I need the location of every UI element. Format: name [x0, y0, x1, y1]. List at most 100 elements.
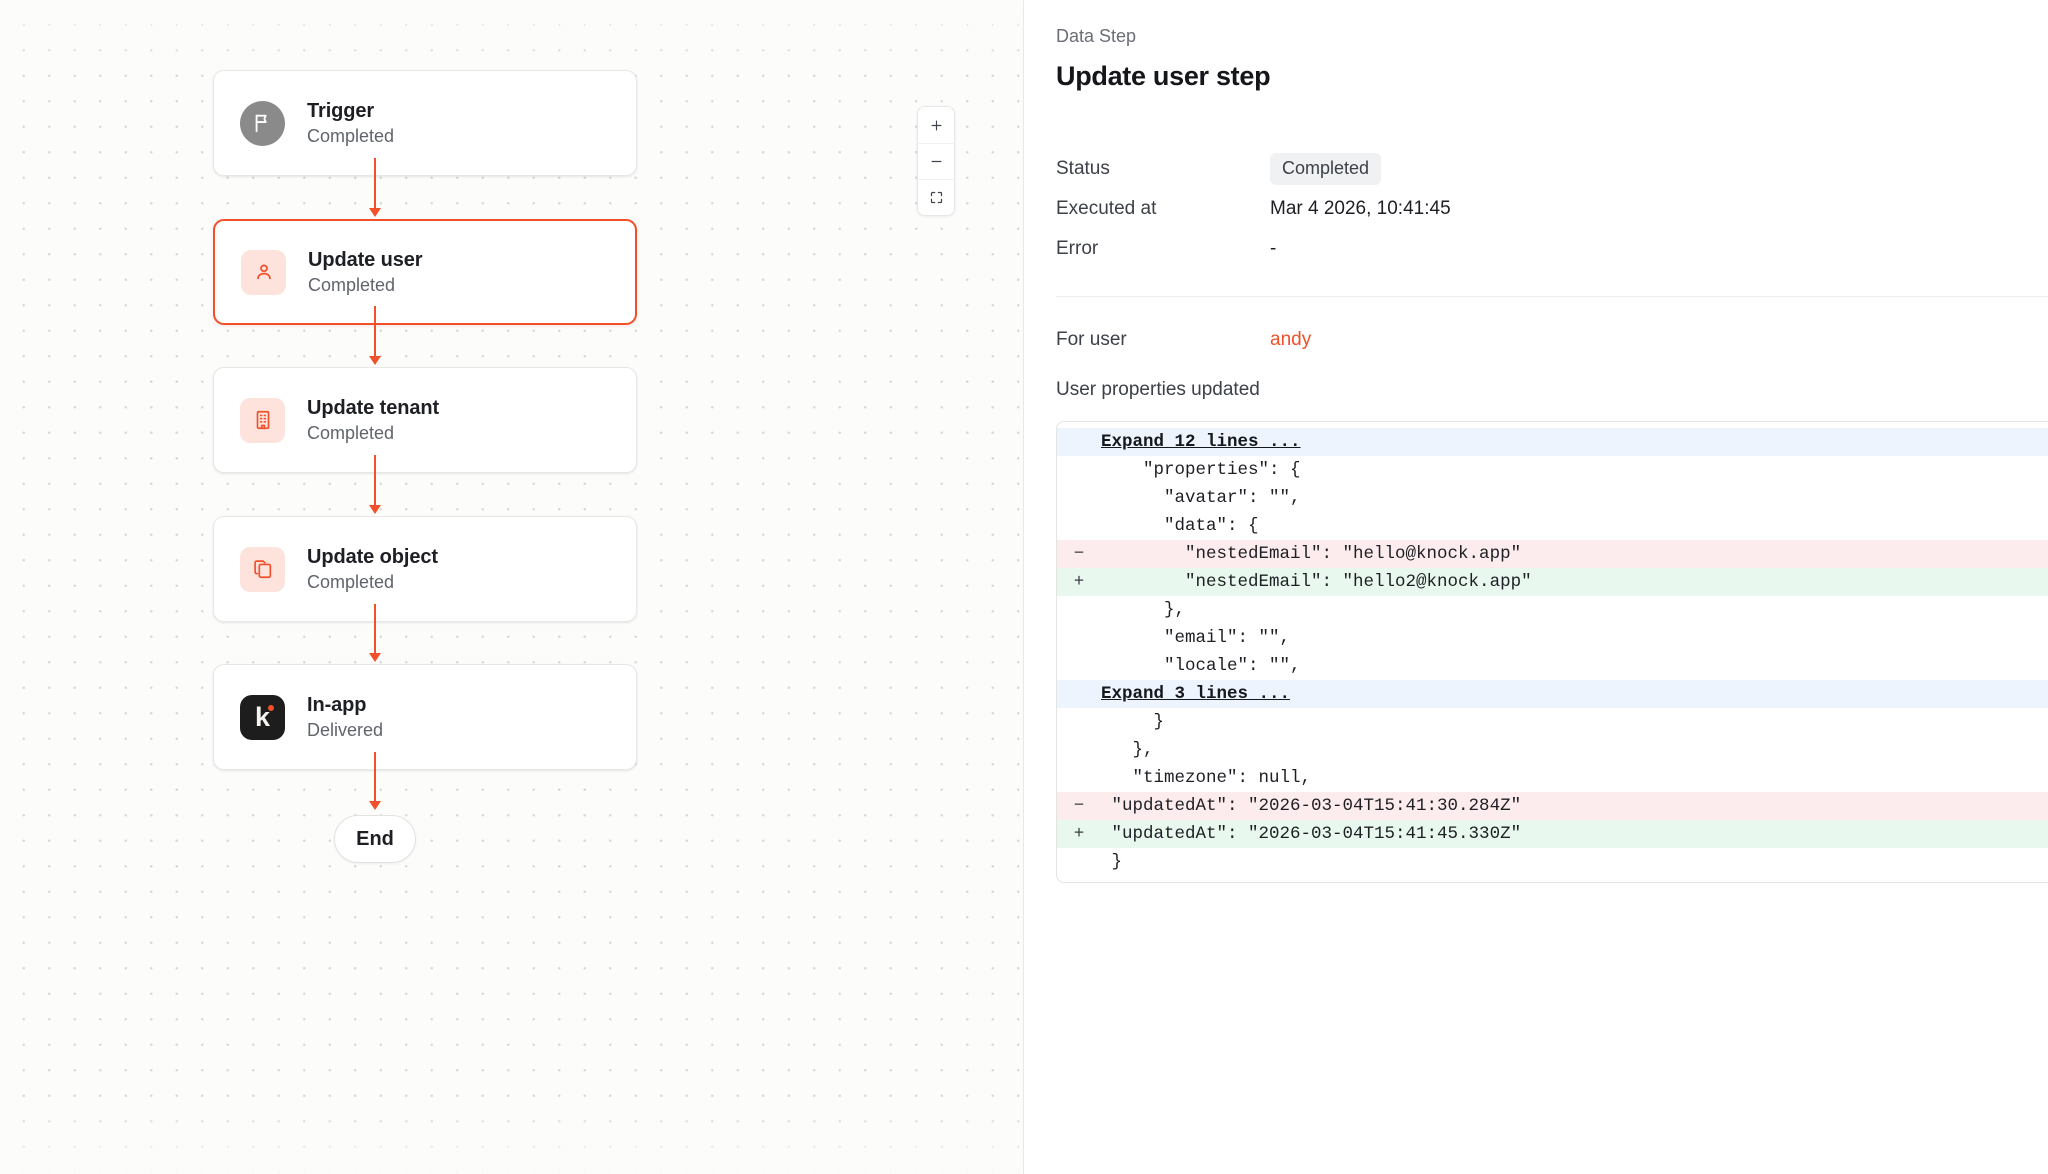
diff-code-text: "timezone": null,	[1101, 768, 1312, 788]
meta-row-executed-at: Executed at Mar 4 2026, 10:41:45	[1056, 190, 2048, 228]
diff-line-add: + "nestedEmail": "hello2@knock.app"	[1057, 568, 2048, 596]
step-details-panel: Data Step Update user step Status Comple…	[1024, 0, 2048, 1174]
edge-trigger-to-update-user	[374, 158, 376, 212]
zoom-out-button[interactable]	[918, 143, 954, 179]
flow-node-title: Update tenant	[307, 396, 440, 419]
page-title: Update user step	[1056, 61, 1271, 91]
flow-node-text: In-app Delivered	[307, 694, 383, 741]
diff-line-ctx: "timezone": null,	[1057, 764, 2048, 792]
panel-kicker: Data Step	[1056, 26, 1137, 46]
edge-arrow-icon	[369, 356, 381, 365]
knock-logo-icon: k	[240, 694, 285, 740]
diff-code-text: },	[1101, 600, 1186, 620]
diff-gutter-marker: +	[1073, 572, 1085, 592]
building-icon	[240, 397, 285, 443]
flow-node-status: Completed	[307, 125, 395, 146]
json-diff-viewer[interactable]: Expand 12 lines ... "properties": { "ava…	[1056, 421, 2048, 883]
diff-gutter-marker	[1057, 736, 1101, 764]
meta-row-status: Status Completed	[1056, 150, 2048, 188]
diff-expand-row[interactable]: Expand 3 lines ...	[1057, 680, 2048, 708]
diff-code-text: "updatedAt": "2026-03-04T15:41:45.330Z"	[1101, 824, 1522, 844]
flow-node-status: Completed	[307, 422, 395, 443]
diff-code-text: "email": "",	[1101, 628, 1291, 648]
for-user-label: For user	[1056, 329, 1127, 350]
user-icon	[241, 249, 286, 295]
diff-gutter-marker: −	[1073, 544, 1085, 564]
diff-line-ctx: "avatar": "",	[1057, 484, 2048, 512]
diff-line-del: − "updatedAt": "2026-03-04T15:41:30.284Z…	[1057, 792, 2048, 820]
diff-gutter-marker	[1057, 764, 1101, 792]
user-properties-updated-label: User properties updated	[1056, 379, 1260, 400]
for-user-link[interactable]: andy	[1270, 329, 1312, 350]
diff-gutter-marker	[1057, 624, 1101, 652]
knock-logo-dot-icon	[268, 704, 274, 711]
fit-view-button[interactable]	[918, 179, 954, 215]
diff-gutter-marker	[1057, 512, 1101, 540]
diff-gutter-marker	[1057, 680, 1101, 708]
diff-line-ctx: "locale": "",	[1057, 652, 2048, 680]
flow-node-status: Completed	[307, 571, 395, 592]
meta-label: Status	[1056, 158, 1110, 179]
diff-line-ctx: },	[1057, 596, 2048, 624]
diff-line-ctx: }	[1057, 848, 2048, 876]
diff-line-ctx: "data": {	[1057, 512, 2048, 540]
edge-in-app-to-end	[374, 752, 376, 806]
edge-update-tenant-to-update-object	[374, 455, 376, 509]
flag-icon	[240, 100, 285, 146]
edge-update-object-to-in-app	[374, 604, 376, 658]
diff-line-ctx: "properties": {	[1057, 456, 2048, 484]
edge-update-user-to-update-tenant	[374, 306, 376, 360]
diff-code-text: "properties": {	[1101, 460, 1301, 480]
diff-gutter-marker: +	[1073, 824, 1085, 844]
diff-line-del: − "nestedEmail": "hello@knock.app"	[1057, 540, 2048, 568]
step-meta-list: Status Completed Executed at Mar 4 2026,…	[1056, 150, 2048, 268]
flow-node-text: Update user Completed	[308, 249, 423, 296]
flow-node-title: Update user	[308, 248, 423, 271]
diff-line-ctx: },	[1057, 736, 2048, 764]
flow-node-update-user[interactable]: Update user Completed	[213, 219, 637, 325]
diff-line-ctx: }	[1057, 708, 2048, 736]
flow-node-title: Trigger	[307, 99, 375, 122]
executed-at-value: Mar 4 2026, 10:41:45	[1270, 198, 1451, 219]
flow-node-title: In-app	[307, 693, 367, 716]
diff-code-text: "locale": "",	[1101, 656, 1301, 676]
diff-code-text: "nestedEmail": "hello@knock.app"	[1101, 544, 1522, 564]
edge-arrow-icon	[369, 801, 381, 810]
canvas-zoom-controls[interactable]	[917, 106, 955, 216]
meta-label: Executed at	[1056, 198, 1157, 219]
diff-bottom-padding	[1057, 876, 2048, 882]
flow-node-text: Update object Completed	[307, 546, 438, 593]
diff-gutter-marker	[1057, 652, 1101, 680]
diff-gutter-marker	[1057, 848, 1101, 876]
flow-node-update-object[interactable]: Update object Completed	[213, 516, 637, 622]
diff-gutter-marker	[1057, 456, 1101, 484]
diff-gutter-marker	[1057, 596, 1101, 624]
edge-arrow-icon	[369, 208, 381, 217]
zoom-in-button[interactable]	[918, 107, 954, 143]
diff-code-text: Expand 3 lines ...	[1101, 684, 1291, 704]
flow-node-end[interactable]: End	[334, 815, 416, 863]
status-badge: Completed	[1270, 153, 1382, 185]
flow-node-in-app[interactable]: k In-app Delivered	[213, 664, 637, 770]
for-user-row: For user andy	[1056, 329, 2048, 351]
diff-code-text: "avatar": "",	[1101, 488, 1301, 508]
diff-gutter-marker: −	[1073, 796, 1085, 816]
workflow-canvas[interactable]: Trigger Completed Update user Completed	[0, 0, 1024, 1174]
flow-node-text: Trigger Completed	[307, 100, 394, 147]
error-value: -	[1270, 238, 1277, 259]
meta-row-error: Error -	[1056, 230, 2048, 268]
diff-code-text: "updatedAt": "2026-03-04T15:41:30.284Z"	[1101, 796, 1522, 816]
flow-node-trigger[interactable]: Trigger Completed	[213, 70, 637, 176]
diff-gutter-marker	[1057, 708, 1101, 736]
diff-line-add: + "updatedAt": "2026-03-04T15:41:45.330Z…	[1057, 820, 2048, 848]
meta-label: Error	[1056, 238, 1099, 259]
flow-node-title: Update object	[307, 545, 438, 568]
copy-icon	[240, 546, 285, 592]
flow-graph: Trigger Completed Update user Completed	[213, 70, 637, 863]
diff-code-text: Expand 12 lines ...	[1101, 432, 1301, 452]
diff-expand-row[interactable]: Expand 12 lines ...	[1057, 428, 2048, 456]
edge-arrow-icon	[369, 505, 381, 514]
flow-node-text: Update tenant Completed	[307, 397, 439, 444]
flow-node-update-tenant[interactable]: Update tenant Completed	[213, 367, 637, 473]
